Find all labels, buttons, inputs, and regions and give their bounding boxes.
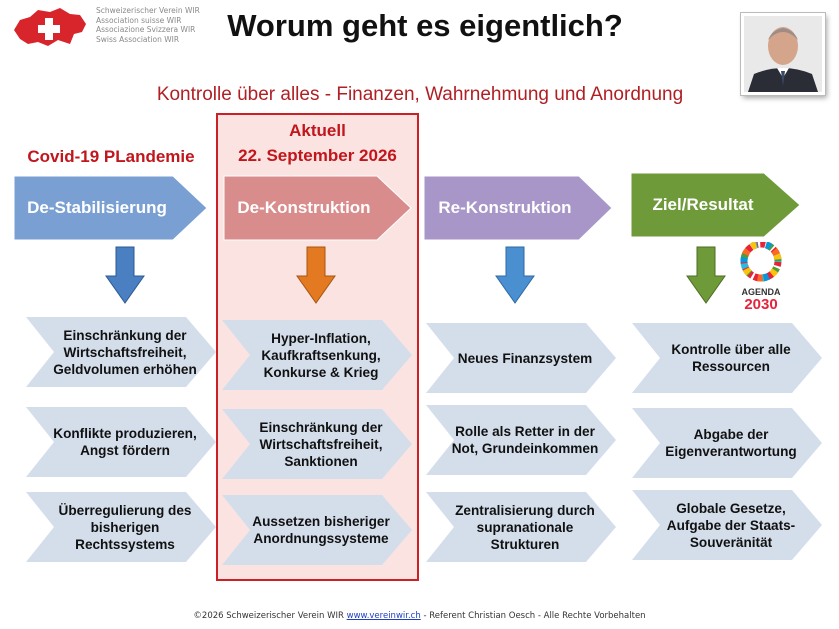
phase-title: De-Konstruktion [237, 198, 371, 217]
chevron-item: Globale Gesetze, Aufgabe der Staats-Souv… [632, 490, 822, 560]
phase-arrow-dekonstruktion: De-Konstruktion [223, 175, 413, 241]
chevron-item: Rolle als Retter in der Not, Grundeinkom… [426, 405, 616, 475]
phase-arrow-destabilisierung: De-Stabilisierung [13, 175, 209, 241]
agenda-text: AGENDA [741, 287, 781, 297]
org-line: Schweizerischer Verein WIR [96, 6, 200, 15]
sdg-wheel-icon [740, 240, 782, 282]
speaker-photo [740, 12, 826, 96]
chevron-text: Zentralisierung durch supranationale Str… [455, 502, 595, 552]
date-label: 22. September 2026 [238, 146, 397, 165]
chevron-item: Aussetzen bisheriger Anordnungssysteme [222, 495, 412, 565]
phase-title: Re-Konstruktion [438, 198, 572, 217]
chevron-text: Globale Gesetze, Aufgabe der Staats-Souv… [666, 500, 796, 550]
covid-label: Covid-19 PLandemie [27, 147, 195, 166]
chevron-item: Abgabe der Eigenverantwortung [632, 408, 822, 478]
chevron-item: Hyper-Inflation, Kaufkraftsenkung, Konku… [222, 320, 412, 390]
chevron-text: Hyper-Inflation, Kaufkraftsenkung, Konku… [261, 330, 381, 380]
chevron-item: Konflikte produzieren, Angst fördern [26, 407, 216, 477]
phase-arrow-ziel: Ziel/Resultat [630, 172, 802, 238]
down-arrow-3 [495, 246, 535, 309]
chevron-item: Überregulierung des bisherigen Rechtssys… [26, 492, 216, 562]
chevron-item: Einschränkung der Wirtschaftsfreiheit, G… [26, 317, 216, 387]
org-line: Associazione Svizzera WIR [96, 25, 196, 35]
chevron-text: Einschränkung der Wirtschaftsfreiheit, G… [53, 327, 197, 377]
chevron-text: Konflikte produzieren, Angst fördern [53, 426, 197, 458]
down-arrow-4 [686, 246, 726, 309]
org-line: Swiss Association WIR [96, 34, 180, 44]
chevron-text: Überregulierung des bisherigen Rechtssys… [58, 502, 192, 552]
agenda-2030-logo: AGENDA 2030 [737, 240, 785, 313]
current-label: Aktuell [289, 121, 346, 140]
swiss-map-logo [8, 6, 90, 50]
footer-credits: - Referent Christian Oesch - Alle Rechte… [423, 611, 646, 621]
page-title: Worum geht es eigentlich? [227, 8, 623, 43]
chevron-text: Neues Finanzsystem [457, 350, 593, 366]
chevron-item: Kontrolle über alle Ressourcen [632, 323, 822, 393]
chevron-item: Zentralisierung durch supranationale Str… [426, 492, 616, 562]
chevron-item: Einschränkung der Wirtschaftsfreiheit, S… [222, 409, 412, 479]
chevron-text: Kontrolle über alle Ressourcen [671, 342, 791, 374]
phase-arrow-rekonstruktion: Re-Konstruktion [423, 175, 614, 241]
phase-title: De-Stabilisierung [27, 198, 167, 217]
chevron-text: Aussetzen bisheriger Anordnungssysteme [252, 514, 390, 546]
footer: ©2026 Schweizerischer Verein WIR www.ver… [0, 611, 839, 621]
chevron-text: Einschränkung der Wirtschaftsfreiheit, S… [259, 419, 383, 469]
footer-copyright: ©2026 Schweizerischer Verein WIR [193, 611, 344, 621]
down-arrow-1 [105, 246, 145, 309]
subtitle: Kontrolle über alles - Finanzen, Wahrneh… [156, 84, 684, 105]
agenda-year: 2030 [744, 296, 778, 313]
down-arrow-2 [296, 246, 336, 309]
phase-title: Ziel/Resultat [652, 195, 754, 214]
chevron-text: Abgabe der Eigenverantwortung [665, 427, 797, 459]
org-line: Association suisse WIR [96, 15, 182, 25]
organization-names: Schweizerischer Verein WIR Association s… [96, 6, 200, 44]
footer-link[interactable]: www.vereinwir.ch [346, 611, 421, 621]
chevron-text: Rolle als Retter in der Not, Grundeinkom… [451, 424, 599, 456]
chevron-item: Neues Finanzsystem [426, 323, 616, 393]
